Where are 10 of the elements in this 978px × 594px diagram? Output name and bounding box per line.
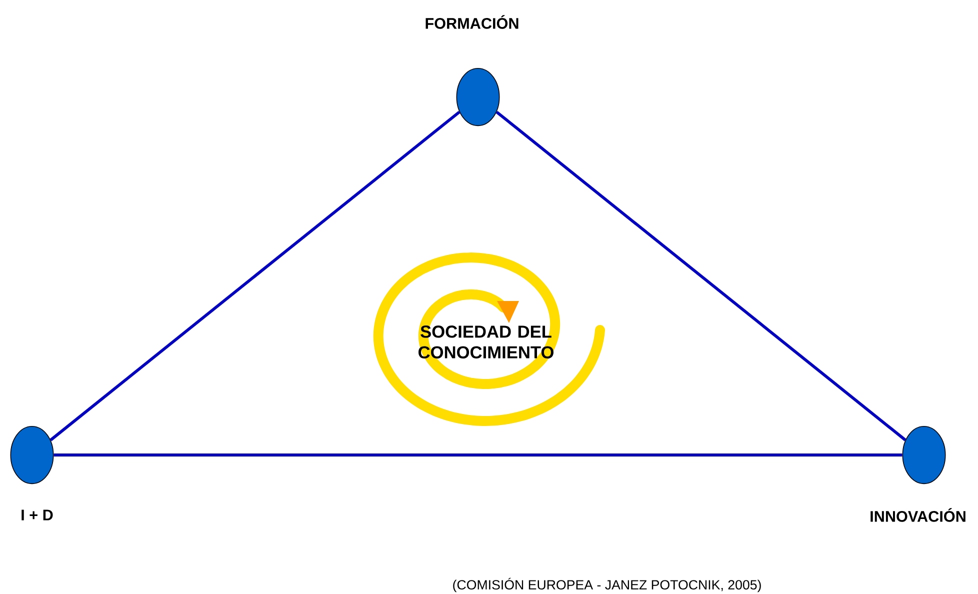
node-label: I + D (22, 510, 53, 520)
connector-line (496, 110, 906, 442)
node-label: INNOVACIÓN (870, 508, 966, 522)
connector-line (54, 454, 902, 456)
node-label: FORMACIÓN (426, 15, 518, 29)
node-circle (456, 68, 500, 126)
node-circle (10, 426, 54, 484)
connector-line (50, 110, 460, 442)
caption: (COMISIÓN EUROPEA - JANEZ POTOCNIK, 2005) (453, 578, 761, 592)
node-circle (902, 426, 946, 484)
